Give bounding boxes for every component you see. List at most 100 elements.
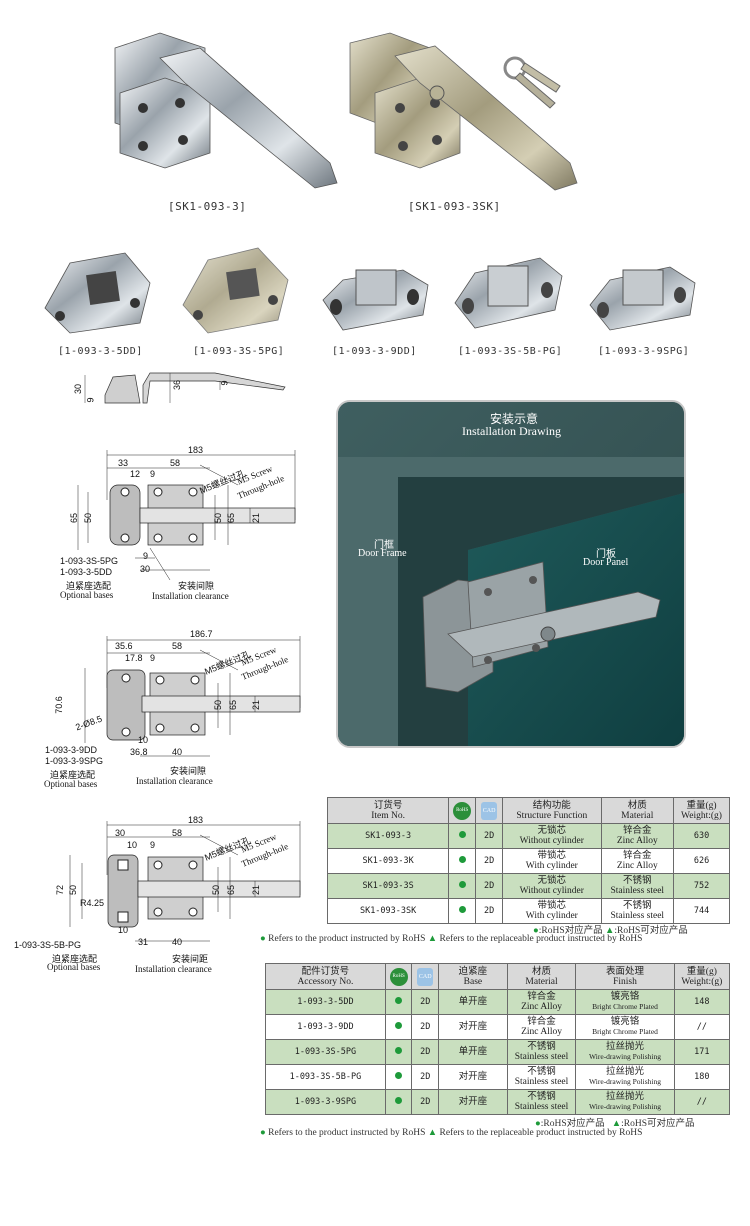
door-frame-cn: 门框 (374, 540, 394, 551)
d2-overall: 186.7 (190, 629, 213, 639)
cell-mat-en: Stainless steel (514, 1102, 569, 1112)
cell-mat-cn: 不锈钢 (527, 1067, 556, 1077)
cell-mat-en: Stainless steel (514, 1077, 569, 1087)
door-panel-cn: 门板 (596, 549, 616, 560)
th-wt-en: Weight:(g) (681, 976, 723, 987)
rohs-triangle-icon: ▲ (611, 1119, 622, 1129)
d3-10: 10 (127, 840, 138, 850)
d1-50: 50 (83, 512, 94, 524)
cell-func-en: With cylinder (525, 861, 578, 871)
d3-r425: R4.25 (80, 898, 105, 908)
d1-b9: 9 (143, 551, 149, 561)
d2-r65: 65 (228, 699, 239, 711)
cell-item: 1-093-3S-5B-PG (265, 1064, 386, 1090)
side-dim-9b: 9 (219, 380, 230, 386)
cell-cad: 2D (475, 848, 504, 874)
d1-r65: 65 (226, 512, 237, 524)
cell-base: 对开座 (438, 1014, 508, 1040)
cell-base: 对开座 (438, 1064, 508, 1090)
d1-clr-cn: 安装间隙 (178, 581, 215, 591)
cell-fin-en: Wire-drawing Polishing (589, 1077, 661, 1086)
rohs-dot-icon: ● (533, 926, 539, 936)
cell-weight: 148 (673, 989, 731, 1015)
d2-clr-en: Installation clearance (136, 776, 213, 786)
cell-item: SK1-093-3K (326, 848, 450, 874)
th-func-cn: 结构功能 (532, 800, 571, 811)
legend-rohs-cn2: :RoHS可对应产品 (614, 926, 688, 936)
d1-58: 58 (170, 458, 181, 468)
side-dim-36: 36 (172, 379, 183, 391)
th-item-cn: 订货号 (373, 800, 403, 811)
legend-rohs-cn: :RoHS对应产品 (538, 926, 603, 936)
th-mat-cn: 材质 (627, 800, 647, 811)
d2-b36: 36.8 (130, 747, 148, 757)
cell-fin-cn: 拉丝抛光 (605, 1067, 644, 1077)
d2-9: 9 (150, 653, 156, 663)
cell-cad: 2D (411, 989, 440, 1015)
cell-weight: 744 (673, 898, 730, 924)
cell-item: SK1-093-3S (326, 873, 450, 899)
caption-base-4: [1-093-3S-5B-PG] (458, 346, 563, 357)
rohs-icon: RoHS (453, 801, 472, 820)
d2-clr-cn: 安装间隙 (170, 766, 207, 776)
rohs-dot-icon: ● (260, 1128, 266, 1138)
d3-b10: 10 (118, 925, 129, 935)
cell-cad: 2D (411, 1014, 440, 1040)
side-view-drawing (75, 365, 290, 415)
cell-mat-en: Zinc Alloy (521, 1027, 562, 1037)
cell-base: 单开座 (438, 989, 508, 1015)
cell-item: 1-093-3S-5PG (265, 1039, 386, 1065)
base-photo-1-093-3s-5b-pg (450, 248, 565, 340)
d3-opt-cn: 迫紧座选配 (52, 954, 98, 964)
cad-icon: CAD (417, 967, 434, 986)
product-photo-sk1-093-3 (105, 28, 345, 203)
d2-b10: 10 (138, 735, 149, 745)
rohs-triangle-icon: ▲ (427, 1128, 438, 1138)
door-frame-en: Door Frame (358, 548, 407, 559)
d1-b30: 30 (140, 564, 151, 574)
cell-mat-cn: 不锈钢 (623, 901, 652, 911)
d1-33: 33 (118, 458, 129, 468)
cell-weight: 171 (673, 1039, 731, 1065)
cell-mat-cn: 锌合金 (527, 1017, 556, 1027)
rohs-dot-icon: ● (535, 1119, 541, 1129)
d1-base2: 1-093-3-5DD (60, 567, 113, 577)
d2-opt-cn: 迫紧座选配 (50, 770, 96, 780)
cad-icon: CAD (481, 801, 498, 820)
caption-base-1: [1-093-3-5DD] (58, 346, 143, 357)
rohs-triangle-icon: ▲ (427, 934, 438, 944)
cell-func-cn: 无锁芯 (537, 876, 567, 886)
rohs-triangle-icon: ▲ (605, 926, 615, 936)
d2-base2: 1-093-3-9SPG (45, 756, 104, 766)
cell-cad: 2D (475, 898, 504, 924)
install-title-cn: 安装示意 (490, 412, 539, 426)
d3-overall: 183 (188, 815, 204, 825)
installation-drawing-panel (336, 400, 686, 748)
d3-base1: 1-093-3S-5B-PG (14, 940, 82, 950)
cell-fin-en: Wire-drawing Polishing (589, 1102, 661, 1111)
th-acc-en: Accessory No. (297, 976, 354, 987)
caption-sk1-093-3sk: [SK1-093-3SK] (408, 200, 501, 213)
d1-overall: 183 (188, 445, 204, 455)
cell-item: SK1-093-3SK (326, 898, 450, 924)
d3-clr-cn: 安装间距 (172, 954, 209, 964)
base-photo-1-093-3-5dd (40, 248, 155, 338)
th-base-cn: 迫紧座 (458, 966, 488, 977)
cell-item: 1-093-3-5DD (265, 989, 386, 1015)
cell-cad: 2D (411, 1064, 440, 1090)
th-wt-en: Weight:(g) (681, 810, 722, 821)
d1-base1: 1-093-3S-5PG (60, 556, 119, 566)
d1-65: 65 (69, 512, 80, 524)
cell-func-en: With cylinder (525, 911, 578, 921)
d1-opt-cn: 迫紧座选配 (66, 581, 112, 591)
cell-base: 单开座 (438, 1039, 508, 1065)
th-item-en: Item No. (371, 810, 405, 821)
